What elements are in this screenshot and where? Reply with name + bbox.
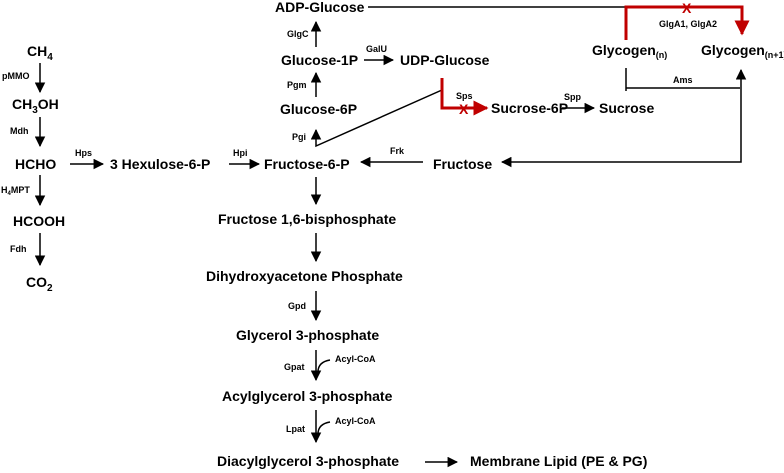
metabolite-hcooh: HCOOH: [13, 213, 65, 229]
enzyme-glga: GlgA1, GlgA2: [659, 19, 717, 29]
enzyme-glgc: GlgC: [287, 29, 309, 39]
enzyme-h4mpt: H4MPT: [1, 185, 30, 197]
cofactor-curve-acylcoa-2: [317, 421, 331, 435]
metabolite-glycogen-n: Glycogen(n): [592, 42, 667, 60]
enzyme-gpd: Gpd: [288, 301, 306, 311]
enzyme-sps: Sps: [456, 91, 473, 101]
enzyme-spp: Spp: [564, 92, 582, 102]
enzyme-hpi: Hpi: [233, 148, 248, 158]
enzyme-hps: Hps: [75, 148, 92, 158]
enzyme-mdh: Mdh: [10, 126, 29, 136]
blocked-arrow-glga: [624, 5, 750, 40]
metabolite-hcho: HCHO: [15, 156, 56, 172]
metabolite-hexulose-6p: 3 Hexulose-6-P: [110, 156, 210, 172]
metabolite-ch4: CH4: [27, 43, 53, 63]
metabolite-co2: CO2: [26, 274, 53, 294]
metabolite-sucrose-6p: Sucrose-6P: [491, 100, 568, 116]
cofactor-acylcoa-2: Acyl-CoA: [335, 416, 376, 426]
arrow-f6p-g6p: [310, 88, 443, 148]
enzyme-pgi: Pgi: [292, 132, 306, 142]
metabolite-sucrose: Sucrose: [599, 100, 654, 116]
metabolite-fructose: Fructose: [433, 156, 492, 172]
enzyme-galu: GalU: [366, 44, 387, 54]
cofactor-curve-acylcoa-1: [317, 359, 331, 373]
knockout-mark-sps: X: [459, 101, 469, 117]
enzyme-gpat: Gpat: [284, 362, 305, 372]
metabolite-glucose-6p: Glucose-6P: [280, 101, 357, 117]
metabolite-glucose-1p: Glucose-1P: [281, 52, 358, 68]
enzyme-fdh: Fdh: [10, 244, 27, 254]
metabolite-dhap: Dihydroxyacetone Phosphate: [206, 268, 403, 284]
metabolite-ch3oh: CH3OH: [12, 96, 59, 116]
enzyme-lpat: Lpat: [286, 424, 305, 434]
cofactor-acylcoa-1: Acyl-CoA: [335, 354, 376, 364]
blocked-arrow-sps: [440, 78, 489, 116]
arrow-glycogen-fructose: [500, 68, 747, 168]
metabolite-fructose-6p: Fructose-6-P: [264, 156, 350, 172]
metabolite-adp-glucose: ADP-Glucose: [275, 0, 365, 15]
knockout-mark-glga: X: [682, 0, 692, 16]
enzyme-pmmo: pMMO: [2, 71, 30, 81]
metabolite-udp-glucose: UDP-Glucose: [400, 52, 490, 68]
enzyme-pgm: Pgm: [287, 80, 307, 90]
metabolite-membrane-lipid: Membrane Lipid (PE & PG): [470, 453, 647, 469]
metabolite-acylg3p: Acylglycerol 3-phosphate: [222, 388, 393, 404]
metabolite-diacylg3p: Diacylglycerol 3-phosphate: [217, 453, 399, 469]
metabolite-glycogen-n1: Glycogen(n+1): [701, 42, 784, 60]
metabolite-g3p: Glycerol 3-phosphate: [236, 327, 379, 343]
enzyme-ams: Ams: [673, 75, 693, 85]
metabolite-fbp: Fructose 1,6-bisphosphate: [218, 211, 396, 227]
enzyme-frk: Frk: [390, 146, 405, 156]
